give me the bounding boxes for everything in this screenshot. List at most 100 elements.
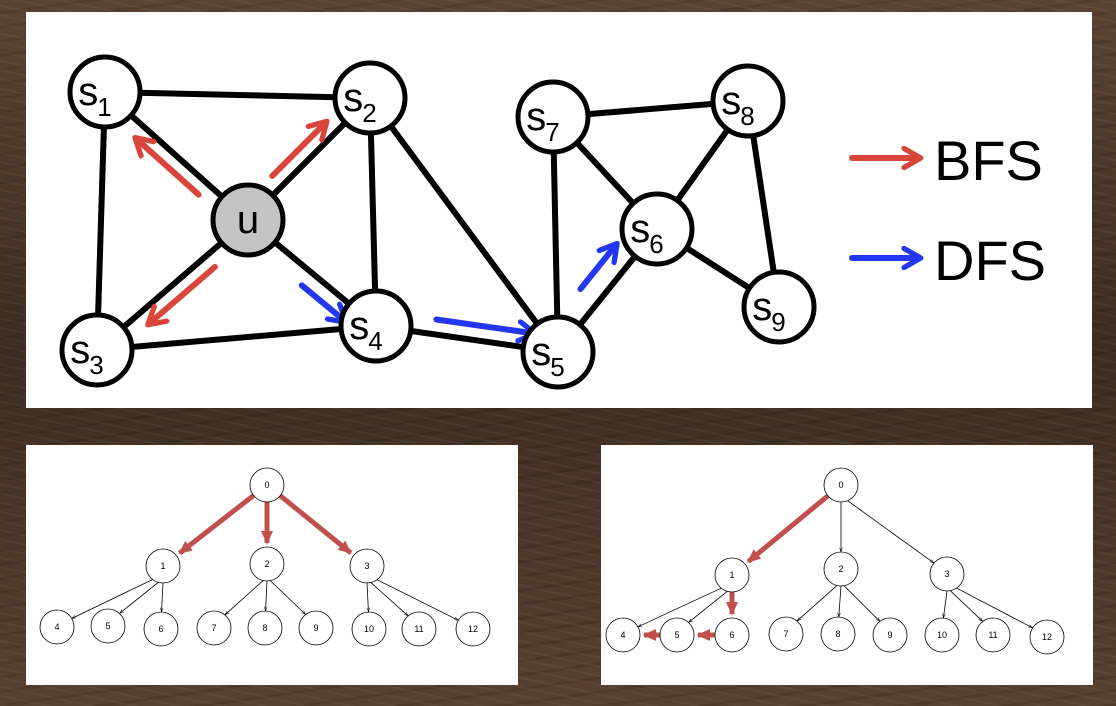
- graph-node-sub-s4: 4: [368, 326, 382, 356]
- dfs-tree-edge-1-5: [688, 587, 733, 623]
- legend-dfs: DFS: [849, 229, 1046, 292]
- bfs-tree-node-label-7: 7: [211, 623, 216, 633]
- dfs-tree-highlight-0-1: [746, 493, 830, 564]
- bfs-tree-node-1: 1: [145, 548, 181, 584]
- bfs-tree-node-10: 10: [351, 611, 387, 647]
- bfs-tree-node-circle-8: [247, 610, 283, 646]
- bfs-tree-node-circle-2: [249, 546, 285, 582]
- graph-node-sub-s7: 7: [545, 117, 559, 147]
- bfs-tree-node-circle-9: [298, 610, 334, 646]
- bfs-tree-node-circle-1: [145, 548, 181, 584]
- bfs-tree-edge-1-4: [72, 574, 164, 619]
- dfs-tree-node-10: 10: [924, 617, 960, 653]
- dfs-tree-edge-1-4: [638, 582, 733, 628]
- graph-edge-s1-s2: [102, 89, 373, 101]
- dfs-tree-node-label-8: 8: [835, 629, 840, 639]
- graph-node-sub-s9: 9: [771, 307, 785, 337]
- graph-node-base-s9: s: [752, 285, 772, 329]
- graph-edge-s2-s4: [367, 95, 379, 329]
- graph-node-sub-s5: 5: [550, 352, 564, 382]
- graph-node-s7: s7: [515, 79, 591, 155]
- dfs-tree-node-circle-7: [768, 616, 804, 652]
- bfs-tree-node-11: 11: [401, 611, 437, 647]
- bfs-tree-node-3: 3: [349, 548, 385, 584]
- graph-node-circle-s8: [710, 63, 786, 139]
- dfs-tree-node-label-4: 4: [620, 630, 625, 640]
- graph-node-s1: s1: [67, 54, 143, 130]
- bfs-arrow-u-s1: [139, 141, 202, 198]
- legend-label-dfs: DFS: [934, 229, 1046, 292]
- dfs-tree-node-label-7: 7: [783, 629, 788, 639]
- dfs-tree-node-circle-8: [820, 616, 856, 652]
- graph-node-circle-s6: [619, 191, 695, 267]
- dfs-tree-node-label-5: 5: [674, 630, 679, 640]
- graph-node-s9: s9: [741, 269, 817, 345]
- dfs-tree-node-label-2: 2: [838, 564, 843, 574]
- dfs-tree-edge-2-9: [840, 582, 880, 622]
- bfs-tree-edge-2-8: [266, 580, 267, 611]
- graph-node-sub-s1: 1: [97, 92, 111, 122]
- bfs-tree-node-circle-7: [196, 610, 232, 646]
- bfs-arrow-u-s2: [269, 125, 323, 179]
- bfs-tree-node-circle-6: [143, 611, 179, 647]
- bfs-tree-node-label-11: 11: [414, 624, 423, 634]
- dfs-tree-node-11: 11: [975, 617, 1011, 653]
- graph-edge-s1-s3: [94, 89, 108, 353]
- dfs-tree-node-7: 7: [768, 616, 804, 652]
- graph-node-sub-s6: 6: [649, 229, 663, 259]
- dfs-arrow-s4-s5: [433, 316, 531, 333]
- bfs-tree-node-circle-0: [249, 467, 285, 503]
- graph-node-sub-s3: 3: [89, 350, 103, 380]
- bfs-tree-edge-1-5: [119, 578, 164, 614]
- bfs-tree-node-label-5: 5: [105, 621, 110, 631]
- dfs-tree-node-3: 3: [929, 556, 965, 592]
- dfs-tree-node-circle-5: [659, 617, 695, 653]
- dfs-tree-node-2: 2: [823, 551, 859, 587]
- graph-node-s8: s8: [710, 63, 786, 139]
- bfs-tree-node-label-1: 1: [160, 561, 165, 571]
- graph-node-base-s5: s: [531, 330, 551, 374]
- bfs-tree-node-4: 4: [39, 609, 75, 645]
- legend-label-bfs: BFS: [934, 129, 1043, 192]
- dfs-tree-node-circle-1: [714, 557, 750, 593]
- graph-node-base-s7: s: [526, 95, 546, 139]
- bfs-tree-node-label-8: 8: [262, 623, 267, 633]
- bfs-tree-edge-2-7: [225, 576, 268, 615]
- graph-node-u: u: [210, 182, 286, 258]
- graph-node-label-s7: s7: [526, 95, 559, 147]
- bfs-tree-node-label-3: 3: [364, 561, 369, 571]
- bfs-tree-node-7: 7: [196, 610, 232, 646]
- legend-bfs: BFS: [849, 129, 1043, 192]
- dfs-tree-node-label-9: 9: [887, 630, 892, 640]
- dfs-tree-edge-3-11: [946, 587, 983, 622]
- graph-node-s2: s2: [332, 60, 408, 136]
- graph-node-label-s6: s6: [630, 207, 663, 259]
- dfs-tree-node-label-3: 3: [944, 569, 949, 579]
- graph-node-label-s3: s3: [70, 328, 103, 380]
- graph-node-circle-s5: [520, 314, 596, 390]
- bfs-tree-node-12: 12: [455, 611, 491, 647]
- graph-node-base-s1: s: [78, 70, 98, 114]
- bfs-tree-highlight-0-1: [178, 493, 256, 556]
- bfs-tree-node-label-0: 0: [264, 480, 269, 490]
- graph-edge-s3-s4: [94, 323, 379, 353]
- bfs-tree-node-6: 6: [143, 611, 179, 647]
- bfs-tree-node-8: 8: [247, 610, 283, 646]
- dfs-tree-node-8: 8: [820, 616, 856, 652]
- bfs-tree-node-label-12: 12: [468, 624, 478, 634]
- bfs-tree-highlight-0-3: [278, 493, 353, 555]
- bfs-tree-node-9: 9: [298, 610, 334, 646]
- dfs-tree-node-12: 12: [1029, 619, 1065, 655]
- dfs-tree-node-4: 4: [605, 617, 641, 653]
- graph-node-circle-s3: [59, 312, 135, 388]
- graph-node-base-u: u: [237, 198, 259, 242]
- dfs-tree-node-circle-0: [823, 467, 859, 503]
- graph-node-label-s4: s4: [349, 304, 382, 356]
- bfs-tree-node-0: 0: [249, 467, 285, 503]
- graph-node-circle-s1: [67, 54, 143, 130]
- graph-edge-s2-s5: [367, 95, 561, 355]
- bfs-tree-node-label-6: 6: [158, 624, 163, 634]
